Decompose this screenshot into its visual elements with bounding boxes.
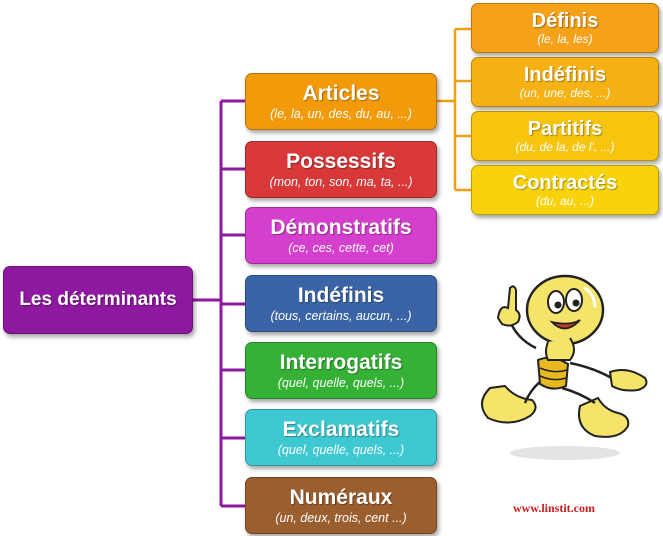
category-title: Indéfinis — [297, 283, 385, 307]
category-title: Exclamatifs — [282, 417, 400, 441]
category-examples: (tous, certains, aucun, ...) — [270, 308, 412, 323]
subtype-examples: (du, de la, de l', ...) — [515, 139, 615, 154]
category-examples: (un, deux, trois, cent ...) — [275, 510, 407, 525]
subtype-title: Définis — [531, 9, 599, 32]
category-examples: (le, la, un, des, du, au, ...) — [270, 106, 412, 121]
subtype-title: Indéfinis — [523, 63, 607, 86]
category-title: Possessifs — [286, 149, 396, 173]
subtype-examples: (un, une, des, ...) — [519, 85, 611, 100]
category-title: Numéraux — [289, 485, 393, 509]
website-watermark: www.linstit.com — [513, 501, 595, 515]
category-demonstratifs: Démonstratifs (ce, ces, cette, cet) — [245, 207, 437, 264]
category-examples: (quel, quelle, quels, ...) — [277, 442, 405, 457]
main-connectors — [193, 99, 245, 508]
category-indefinis: Indéfinis (tous, certains, aucun, ...) — [245, 275, 437, 332]
category-title: Interrogatifs — [279, 350, 403, 374]
category-numeraux: Numéraux (un, deux, trois, cent ...) — [245, 477, 437, 534]
category-title: Articles — [302, 81, 380, 105]
category-examples: (ce, ces, cette, cet) — [288, 240, 394, 255]
category-articles: Articles (le, la, un, des, du, au, ...) — [245, 73, 437, 130]
category-exclamatifs: Exclamatifs (quel, quelle, quels, ...) — [245, 409, 437, 466]
subtype-contractes: Contractés (du, au, ...) — [471, 165, 659, 215]
subtype-examples: (le, la, les) — [537, 31, 593, 46]
root-node: Les déterminants — [3, 266, 193, 334]
root-label: Les déterminants — [19, 289, 177, 310]
category-examples: (quel, quelle, quels, ...) — [277, 375, 405, 390]
category-examples: (mon, ton, son, ma, ta, ...) — [269, 174, 413, 189]
subtype-indefinis: Indéfinis (un, une, des, ...) — [471, 57, 659, 107]
category-title: Démonstratifs — [270, 215, 412, 239]
category-interrogatifs: Interrogatifs (quel, quelle, quels, ...) — [245, 342, 437, 399]
subtype-definis: Définis (le, la, les) — [471, 3, 659, 53]
subtype-title: Contractés — [512, 171, 618, 194]
lightbulb-mascot-icon — [481, 274, 648, 460]
subtype-title: Partitifs — [527, 117, 603, 140]
articles-connectors — [437, 27, 471, 192]
subtype-partitifs: Partitifs (du, de la, de l', ...) — [471, 111, 659, 161]
subtype-examples: (du, au, ...) — [535, 193, 595, 208]
category-possessifs: Possessifs (mon, ton, son, ma, ta, ...) — [245, 141, 437, 198]
